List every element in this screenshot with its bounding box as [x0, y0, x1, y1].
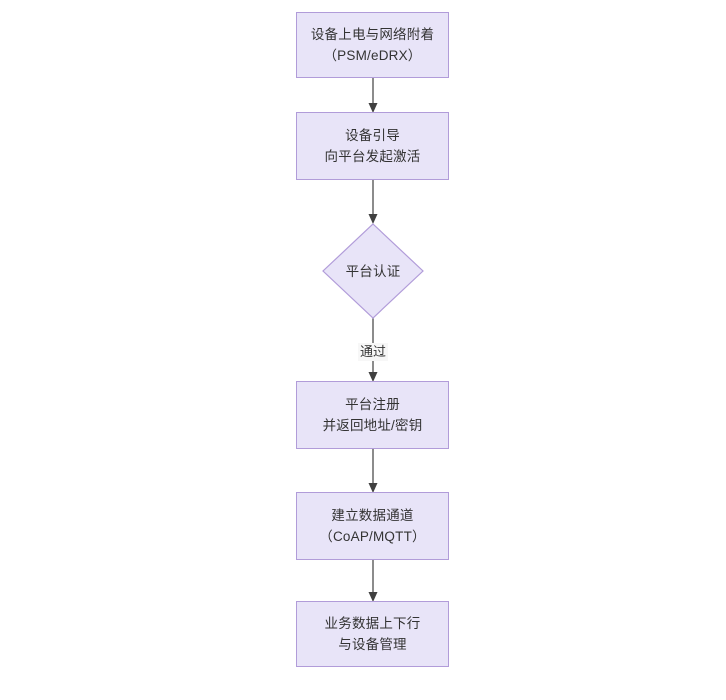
node-service-data-line-1: 业务数据上下行 [324, 616, 421, 631]
node-platform-register[interactable]: 平台注册 并返回地址/密钥 [296, 381, 449, 449]
node-data-channel-line-2: （CoAP/MQTT） [319, 529, 426, 544]
node-service-data[interactable]: 业务数据上下行 与设备管理 [296, 601, 449, 667]
node-platform-auth[interactable]: 平台认证 [322, 223, 424, 319]
connector-platform-register-to-data-channel [368, 447, 378, 493]
connector-power-on-to-bootstrap [368, 76, 378, 113]
node-service-data-line-2: 与设备管理 [338, 637, 407, 652]
connector-data-channel-to-service-data [368, 558, 378, 602]
node-power-on-line-2: （PSM/eDRX） [323, 48, 422, 63]
edge-label-pass: 通过 [357, 343, 389, 361]
node-data-channel[interactable]: 建立数据通道 （CoAP/MQTT） [296, 492, 449, 560]
node-power-on-line-1: 设备上电与网络附着 [310, 27, 435, 42]
node-bootstrap-line-2: 向平台发起激活 [324, 149, 421, 164]
node-platform-register-line-2: 并返回地址/密钥 [322, 418, 423, 433]
node-data-channel-line-1: 建立数据通道 [331, 508, 414, 523]
node-bootstrap[interactable]: 设备引导 向平台发起激活 [296, 112, 449, 180]
node-platform-register-line-1: 平台注册 [345, 397, 400, 412]
connector-bootstrap-to-platform-auth [368, 178, 378, 224]
node-power-on[interactable]: 设备上电与网络附着 （PSM/eDRX） [296, 12, 449, 78]
diamond-shape-icon [322, 223, 424, 319]
node-bootstrap-line-1: 设备引导 [345, 128, 400, 143]
node-platform-auth-label: 平台认证 [345, 263, 401, 279]
